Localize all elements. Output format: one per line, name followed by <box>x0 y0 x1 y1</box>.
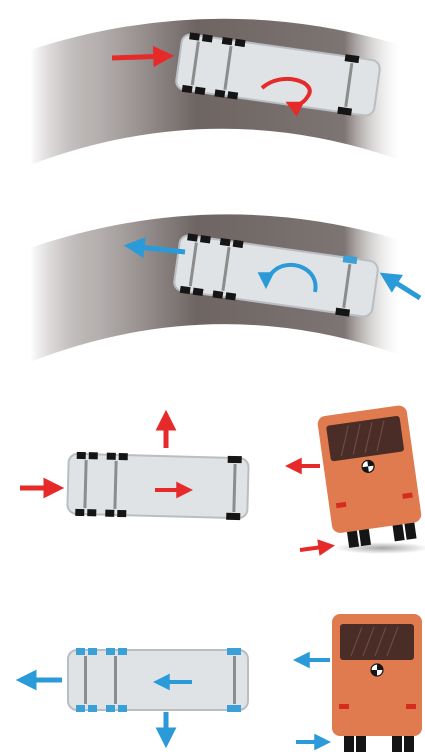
rear-light-right <box>406 704 416 709</box>
pull-arrow-blue <box>123 237 186 259</box>
rear-axle <box>344 62 354 107</box>
middle-axle <box>114 656 117 704</box>
rear-view-bus-icon <box>317 405 425 554</box>
braked-wheels-blue <box>76 648 241 712</box>
front-axle <box>188 242 198 287</box>
wheels <box>75 451 242 521</box>
rear-axle <box>233 656 236 704</box>
wheels <box>181 32 360 116</box>
bus-top-view <box>173 233 379 318</box>
panel-side-impact-correction <box>15 614 422 752</box>
bus-top-view <box>175 32 381 117</box>
middle-axle <box>223 45 233 90</box>
rear-light-right <box>402 492 413 499</box>
brake-force-arrow-blue <box>379 272 422 301</box>
front-axle <box>190 41 200 86</box>
front-axle <box>84 656 87 704</box>
rotate-counterclockwise-icon <box>257 263 318 293</box>
front-axle <box>83 460 88 509</box>
wheels <box>179 233 351 317</box>
rear-window <box>326 415 404 462</box>
push-arrow-red <box>111 46 175 68</box>
middle-axle <box>221 246 231 291</box>
middle-axle <box>113 460 118 509</box>
rear-view-bus-icon <box>332 614 422 752</box>
rear-light-left <box>339 704 349 709</box>
braked-wheel-blue <box>342 255 358 265</box>
rear-axle <box>232 463 237 513</box>
panel-side-impact-force <box>20 405 425 556</box>
rear-axle <box>342 263 352 308</box>
tilt-force-arrow-red <box>299 539 335 556</box>
bus-shadow <box>334 542 425 554</box>
bus-top-view <box>66 451 250 521</box>
rear-light-left <box>335 501 347 509</box>
panel-oversteer-force <box>30 18 400 166</box>
rotate-clockwise-icon <box>260 77 312 117</box>
panel-oversteer-correction <box>30 214 422 362</box>
